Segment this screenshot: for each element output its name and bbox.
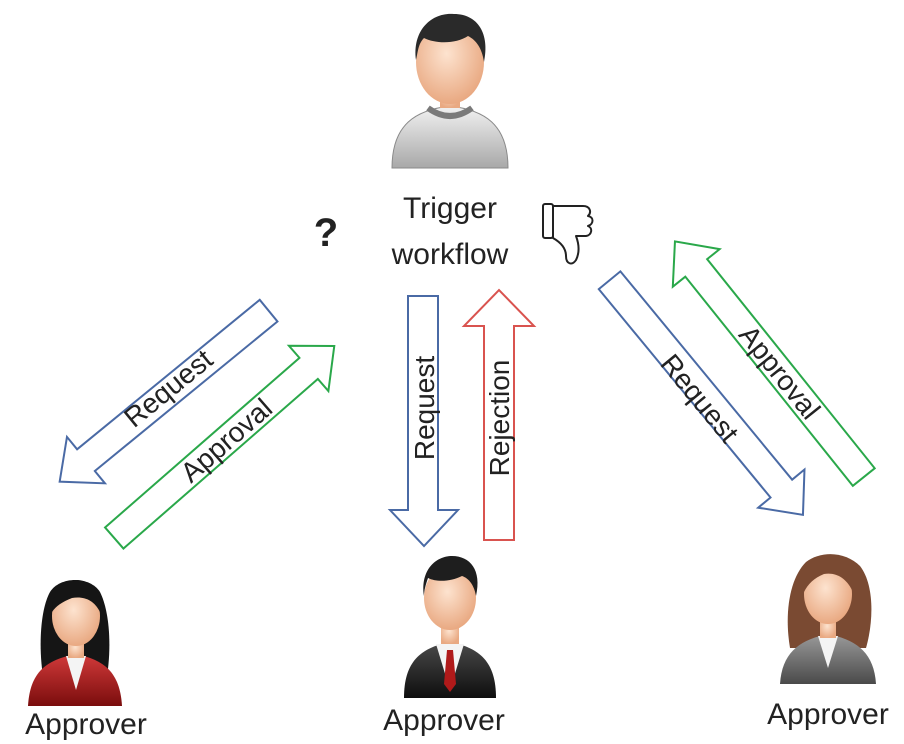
approver-left-icon (28, 580, 122, 706)
trigger-label-line2: workflow (391, 238, 509, 271)
approver-left-label: Approver (25, 708, 147, 741)
question-mark: ? (314, 211, 338, 255)
arrow-left-request-label: Request (118, 343, 219, 433)
arrow-center-request (387, 295, 461, 548)
approver-right-icon (780, 554, 876, 684)
arrow-right-approval-label: Approval (733, 319, 826, 425)
arrow-right-approval (671, 240, 877, 488)
arrow-left-approval (103, 344, 336, 550)
arrow-right-request-label: Request (654, 348, 744, 448)
arrow-center-rejection-label: Rejection (484, 360, 515, 477)
approver-center-icon (404, 556, 496, 698)
trigger-person-icon (391, 13, 509, 169)
arrow-center-rejection (461, 288, 537, 541)
arrow-left-approval-label: Approval (174, 392, 278, 488)
arrow-center-request-label: Request (409, 356, 440, 461)
arrow-left-request (58, 298, 279, 485)
trigger-label-line1: Trigger (403, 192, 497, 225)
arrow-right-request (597, 269, 806, 516)
approver-right-label: Approver (767, 698, 889, 731)
thumbs-down-icon (542, 203, 594, 265)
approver-center-label: Approver (383, 704, 505, 737)
